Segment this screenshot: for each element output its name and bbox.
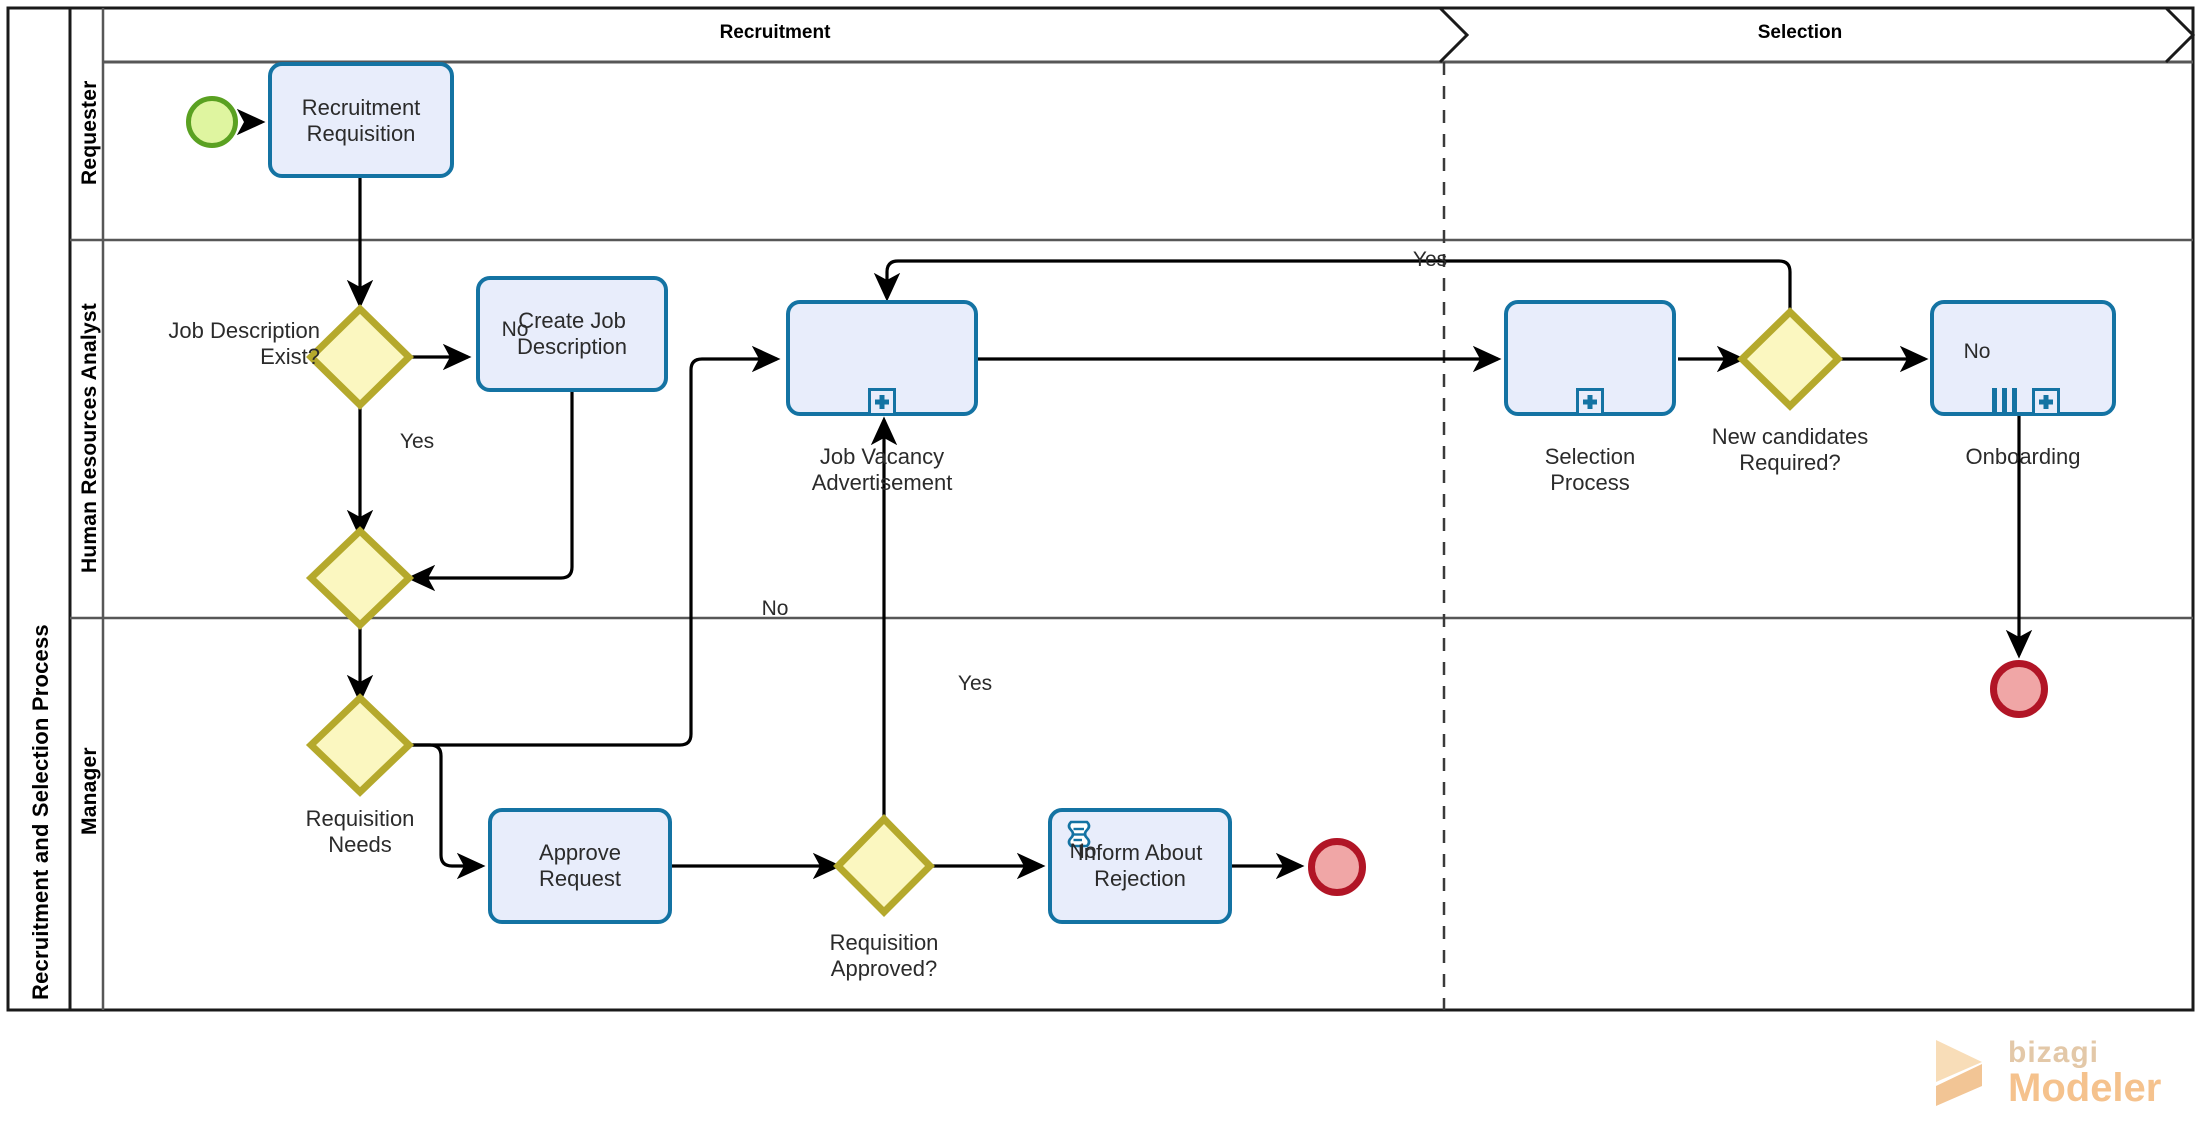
task-create-job-description[interactable] <box>476 276 668 392</box>
task-onboarding[interactable] <box>1930 300 2116 416</box>
modeler-product-text: Modeler <box>2008 1066 2162 1110</box>
task-label-recruitment-requisition: Recruitment Requisition <box>301 95 421 146</box>
end-event-onboarding[interactable] <box>1990 660 2048 718</box>
gateway-merge <box>305 526 415 630</box>
lane-title-hr-analyst: Human Resources Analyst <box>78 303 101 573</box>
bizagi-brand-text: bizagi <box>2008 1036 2100 1069</box>
parallel-multi-instance-marker-icon <box>1992 388 2017 414</box>
task-label-create-job-description: Create Job Description <box>516 308 628 359</box>
flow-label-needs-no: No <box>761 597 789 620</box>
end-event-rejection[interactable] <box>1308 838 1366 896</box>
gateway-label-new-candidates-required: New candidates Required? <box>1711 424 1869 475</box>
flow-label-candidates-yes: Yes <box>1412 248 1448 271</box>
task-selection-process[interactable] <box>1504 300 1676 416</box>
pool-title: Recruitment and Selection Process <box>28 624 53 1000</box>
script-task-marker-icon <box>1067 820 1091 848</box>
flow-label-candidates-no: No <box>1963 340 1991 363</box>
lane-title-manager: Manager <box>78 747 101 835</box>
task-label-approve-request: Approve Request <box>539 840 621 891</box>
gateway-requisition-approved <box>833 813 935 917</box>
sub-process-marker-icon <box>2032 388 2060 416</box>
flow-label-approved-no: No <box>1069 840 1097 863</box>
task-label-inform-about-rejection: Inform About Rejection <box>1077 840 1203 891</box>
phase-title-selection: Selection <box>1757 22 1843 43</box>
gateway-label-job-description-exist: Job Description Exist? <box>168 318 320 369</box>
bizagi-modeler-watermark: bizagi Modeler <box>1932 1036 2161 1110</box>
bizagi-logo-icon <box>1936 1040 1982 1106</box>
task-recruitment-requisition[interactable] <box>268 62 454 178</box>
sub-process-marker-icon <box>868 388 896 416</box>
task-label-selection-process: Selection Process <box>1544 444 1636 495</box>
lane-title-requester: Requester <box>78 80 101 185</box>
task-label-onboarding: Onboarding <box>1965 444 2081 469</box>
flow-label-approved-yes: Yes <box>957 672 993 695</box>
start-event[interactable] <box>186 96 238 148</box>
gateway-requisition-needs <box>305 693 415 797</box>
gateway-job-description-exist <box>305 304 415 410</box>
flow-label-jd-yes: Yes <box>399 430 435 453</box>
phase-title-recruitment: Recruitment <box>719 22 831 43</box>
task-label-job-vacancy-advertisement: Job Vacancy Advertisement <box>811 444 953 495</box>
gateway-new-candidates-required <box>1736 307 1844 411</box>
flow-label-jd-no: No <box>501 318 529 341</box>
task-approve-request[interactable] <box>488 808 672 924</box>
gateway-label-requisition-approved: Requisition Approved? <box>829 930 939 981</box>
gateway-label-requisition-needs: Requisition Needs <box>305 806 415 857</box>
sub-process-marker-icon <box>1576 388 1604 416</box>
